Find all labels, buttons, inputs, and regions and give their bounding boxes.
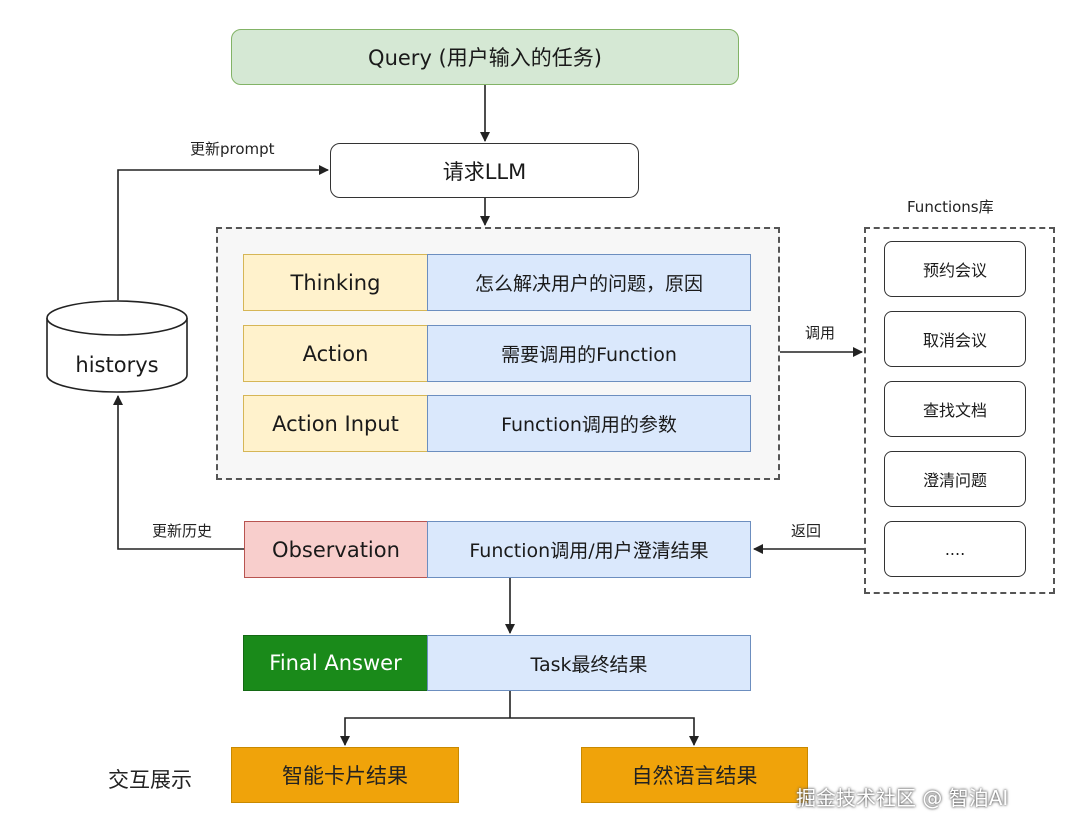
thinking-label: Thinking: [243, 254, 428, 311]
query-node: Query (用户输入的任务): [231, 29, 739, 85]
action-label: Action: [243, 325, 428, 382]
action-input-value: Function调用的参数: [427, 395, 751, 452]
observation-value: Function调用/用户澄清结果: [427, 521, 751, 578]
action-value: 需要调用的Function: [427, 325, 751, 382]
historys-database-icon: [46, 300, 188, 393]
function-item: 预约会议: [884, 241, 1026, 297]
update-history-label: 更新历史: [152, 522, 213, 540]
final-answer-value: Task最终结果: [427, 635, 751, 691]
function-item: 澄清问题: [884, 451, 1026, 507]
return-label: 返回: [791, 522, 822, 540]
arrow-to-natural-language: [510, 717, 699, 746]
function-item: 取消会议: [884, 311, 1026, 367]
request-llm-node: 请求LLM: [330, 143, 639, 198]
action-input-label: Action Input: [243, 395, 428, 452]
function-item: ....: [884, 521, 1026, 577]
watermark: 掘金技术社区 @ 智泊AI: [796, 786, 1009, 810]
functions-library-title: Functions库: [907, 198, 994, 216]
natural-language-result: 自然语言结果: [581, 747, 808, 803]
historys-label: historys: [75, 353, 159, 377]
call-label: 调用: [805, 324, 836, 342]
smart-card-result: 智能卡片结果: [231, 747, 459, 803]
update-prompt-label: 更新prompt: [190, 140, 275, 158]
arrow-to-smart-card: [340, 717, 510, 746]
interactive-display-label: 交互展示: [108, 768, 192, 792]
observation-label: Observation: [244, 521, 428, 578]
function-item: 查找文档: [884, 381, 1026, 437]
arrow-observation-to-history: [113, 395, 244, 550]
arrow-history-to-llm: [117, 165, 329, 300]
thinking-value: 怎么解决用户的问题，原因: [427, 254, 751, 311]
final-answer-label: Final Answer: [243, 635, 428, 691]
